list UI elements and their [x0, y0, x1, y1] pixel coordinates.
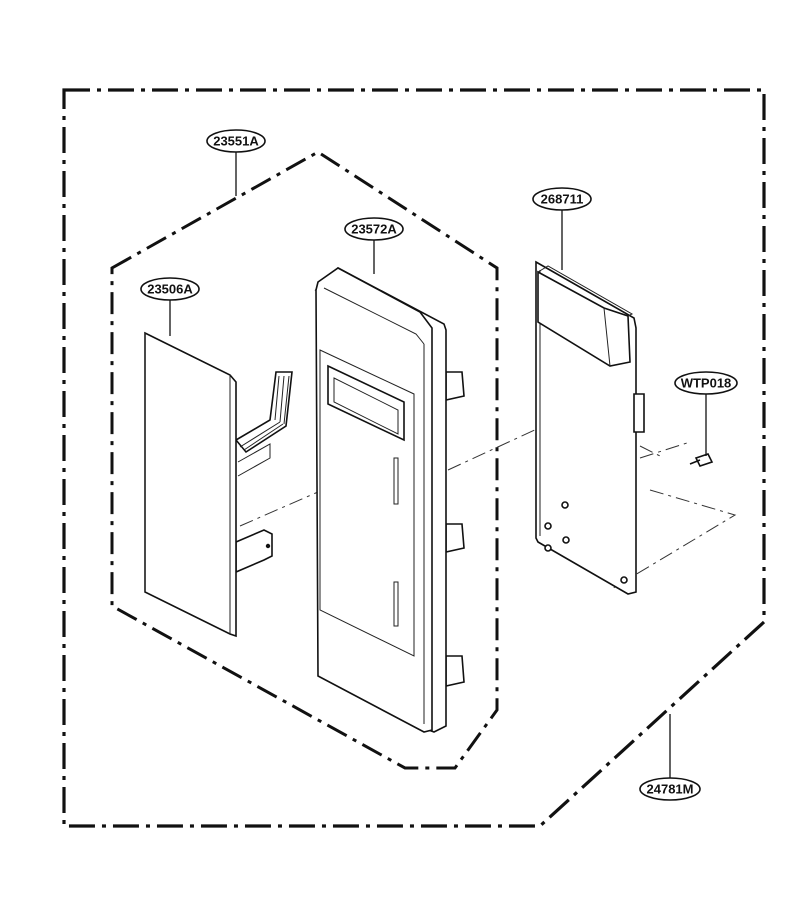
label-268711: 268711: [532, 187, 592, 211]
svg-text:WTP018: WTP018: [681, 375, 732, 390]
label-23551A: 23551A: [206, 129, 266, 153]
pcb-part: [535, 260, 645, 595]
sheet-part: [144, 331, 293, 638]
svg-text:268711: 268711: [541, 191, 584, 206]
outer-assembly-boundary: [62, 88, 766, 828]
explosion-center-lines: [239, 409, 737, 591]
svg-text:23572A: 23572A: [351, 221, 397, 236]
inner-assembly-boundary: [110, 150, 499, 770]
svg-text:23551A: 23551A: [213, 133, 259, 148]
svg-text:23506A: 23506A: [147, 281, 193, 296]
leader-lines: [169, 152, 707, 778]
label-23572A: 23572A: [344, 217, 404, 241]
screw-part: [689, 453, 714, 467]
label-24781M: 24781M: [639, 777, 701, 801]
panel-part: [314, 267, 465, 733]
svg-text:24781M: 24781M: [647, 781, 694, 796]
label-23506A: 23506A: [140, 277, 200, 301]
label-WTP018: WTP018: [674, 371, 738, 395]
